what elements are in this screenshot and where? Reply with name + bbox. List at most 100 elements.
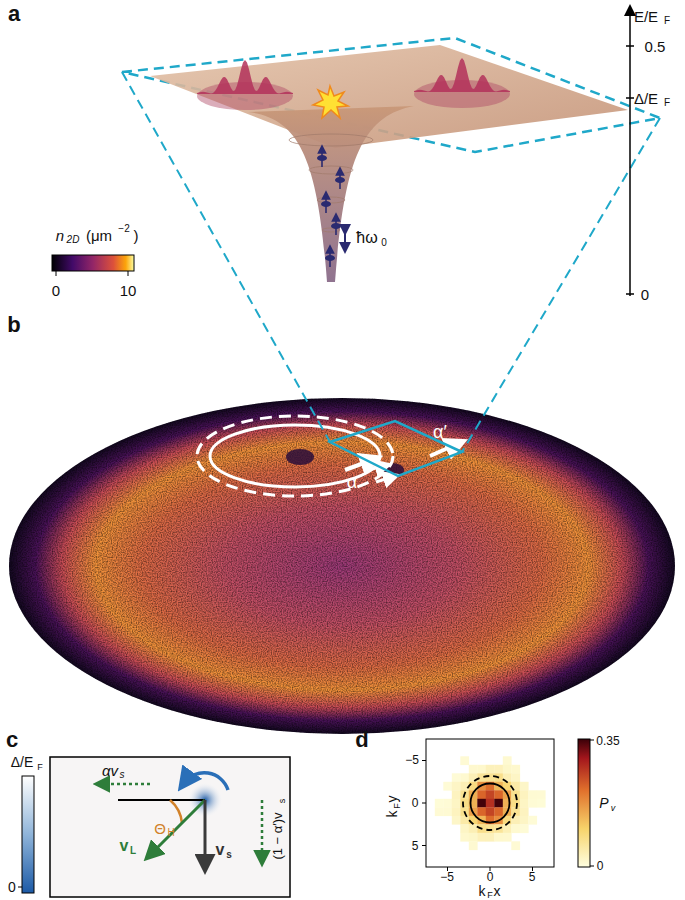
heat-cell: [460, 824, 469, 833]
tick-label: 0: [597, 860, 604, 872]
energy-axis: [626, 10, 634, 296]
subscript: 0: [381, 238, 387, 248]
heat-cell: [520, 816, 529, 825]
circulation-arrow: [184, 773, 228, 790]
heat-cell: [460, 816, 469, 825]
heat-cell: [511, 841, 520, 850]
heat-cell: [477, 833, 486, 842]
alpha-vs-arrow: [100, 783, 150, 786]
tick-label: 0: [641, 287, 649, 302]
vl-arrow: [150, 800, 205, 855]
heat-cell: [520, 782, 529, 791]
panel-letter: a: [8, 3, 20, 25]
alpha-prime-label: α′: [433, 423, 447, 441]
heat-cell: [460, 756, 469, 765]
tick-label: 0: [412, 797, 419, 809]
transverse-arrow: [261, 800, 264, 860]
axis-label: x: [494, 884, 501, 898]
heat-cell: [520, 807, 529, 816]
orbit-arrow: [376, 477, 392, 482]
heat-cell: [452, 790, 461, 799]
density-colorbar: [52, 255, 134, 276]
heat-cell: [511, 799, 520, 808]
heat-cell: [435, 807, 444, 816]
heat-cell: [477, 790, 486, 799]
axis-label: k: [479, 884, 486, 898]
heat-cell: [435, 799, 444, 808]
heat-cell: [511, 773, 520, 782]
subscript: 2D: [67, 235, 80, 245]
bound-states: [317, 149, 345, 267]
tick-label: Δ/E: [634, 91, 658, 106]
alpha-label: α: [347, 473, 357, 491]
zoom-lines: [122, 38, 660, 452]
heat-cell: [477, 799, 486, 808]
tick-label: 5: [529, 871, 536, 883]
heat-cell: [443, 799, 452, 808]
heat-cell: [452, 807, 461, 816]
subscript: L: [130, 846, 136, 856]
heat-cell: [486, 790, 495, 799]
vortex-funnel: [248, 106, 414, 282]
subscript: H: [167, 828, 174, 838]
heat-cell: [537, 790, 546, 799]
heat-cell: [486, 765, 495, 774]
heat-cell: [503, 824, 512, 833]
heat-cell: [486, 773, 495, 782]
colorbar-label: P: [599, 796, 608, 810]
noise-texture: [0, 390, 685, 740]
tick-label: 0: [487, 871, 494, 883]
level-spacing-label: ħω: [356, 230, 377, 246]
heat-cell: [452, 799, 461, 808]
heat-cell: [494, 765, 503, 774]
superscript: −2: [118, 224, 129, 234]
heatmap-axes: [422, 739, 554, 871]
wave-packet: [414, 58, 510, 92]
subscript: s: [120, 770, 125, 780]
vs-arrow: [204, 800, 207, 866]
heat-cell: [494, 833, 503, 842]
heat-cell: [503, 833, 512, 842]
subscript: v: [611, 804, 616, 813]
panel-letter: b: [7, 314, 20, 336]
heat-cell: [469, 765, 478, 774]
heat-cell: [528, 790, 537, 799]
heat-cell: [469, 824, 478, 833]
heat-cell: [520, 790, 529, 799]
heat-cell: [452, 773, 461, 782]
heat-cell: [486, 807, 495, 816]
heat-cell: [469, 841, 478, 850]
gap-plane: [150, 45, 628, 148]
heat-cell: [477, 765, 486, 774]
heat-cell: [528, 799, 537, 808]
vector-label: v: [120, 838, 129, 854]
heat-cell: [511, 824, 520, 833]
subscript: s: [226, 850, 232, 860]
heat-cell: [528, 816, 537, 825]
axis-label: k: [385, 811, 399, 818]
zoom-square: [330, 421, 462, 476]
heat-cell: [537, 799, 546, 808]
tick-label: 0: [52, 283, 60, 298]
colorbar-label: Δ/E: [11, 755, 34, 769]
spin-blob: [335, 177, 345, 183]
subscript: F: [487, 890, 493, 899]
axis-label: E/E: [634, 9, 658, 24]
colorbar-label: ): [134, 228, 139, 243]
level-spacing-arrow: [344, 230, 346, 248]
tick-label: 10: [120, 283, 137, 298]
heatmap: [435, 756, 546, 850]
heat-cell: [460, 833, 469, 842]
heat-cell: [452, 816, 461, 825]
heat-cell: [520, 824, 529, 833]
wave-packets: [197, 58, 510, 94]
potential-landscape: [150, 45, 628, 282]
heat-cell: [486, 833, 495, 842]
subscript: F: [37, 763, 43, 772]
wave-packet: [197, 60, 293, 94]
vector-label: (1 − α′)v: [271, 812, 284, 859]
subscript: F: [664, 98, 670, 108]
funnel-bands: [289, 134, 373, 232]
collision-star: [313, 86, 348, 118]
spin-blob: [325, 255, 335, 261]
